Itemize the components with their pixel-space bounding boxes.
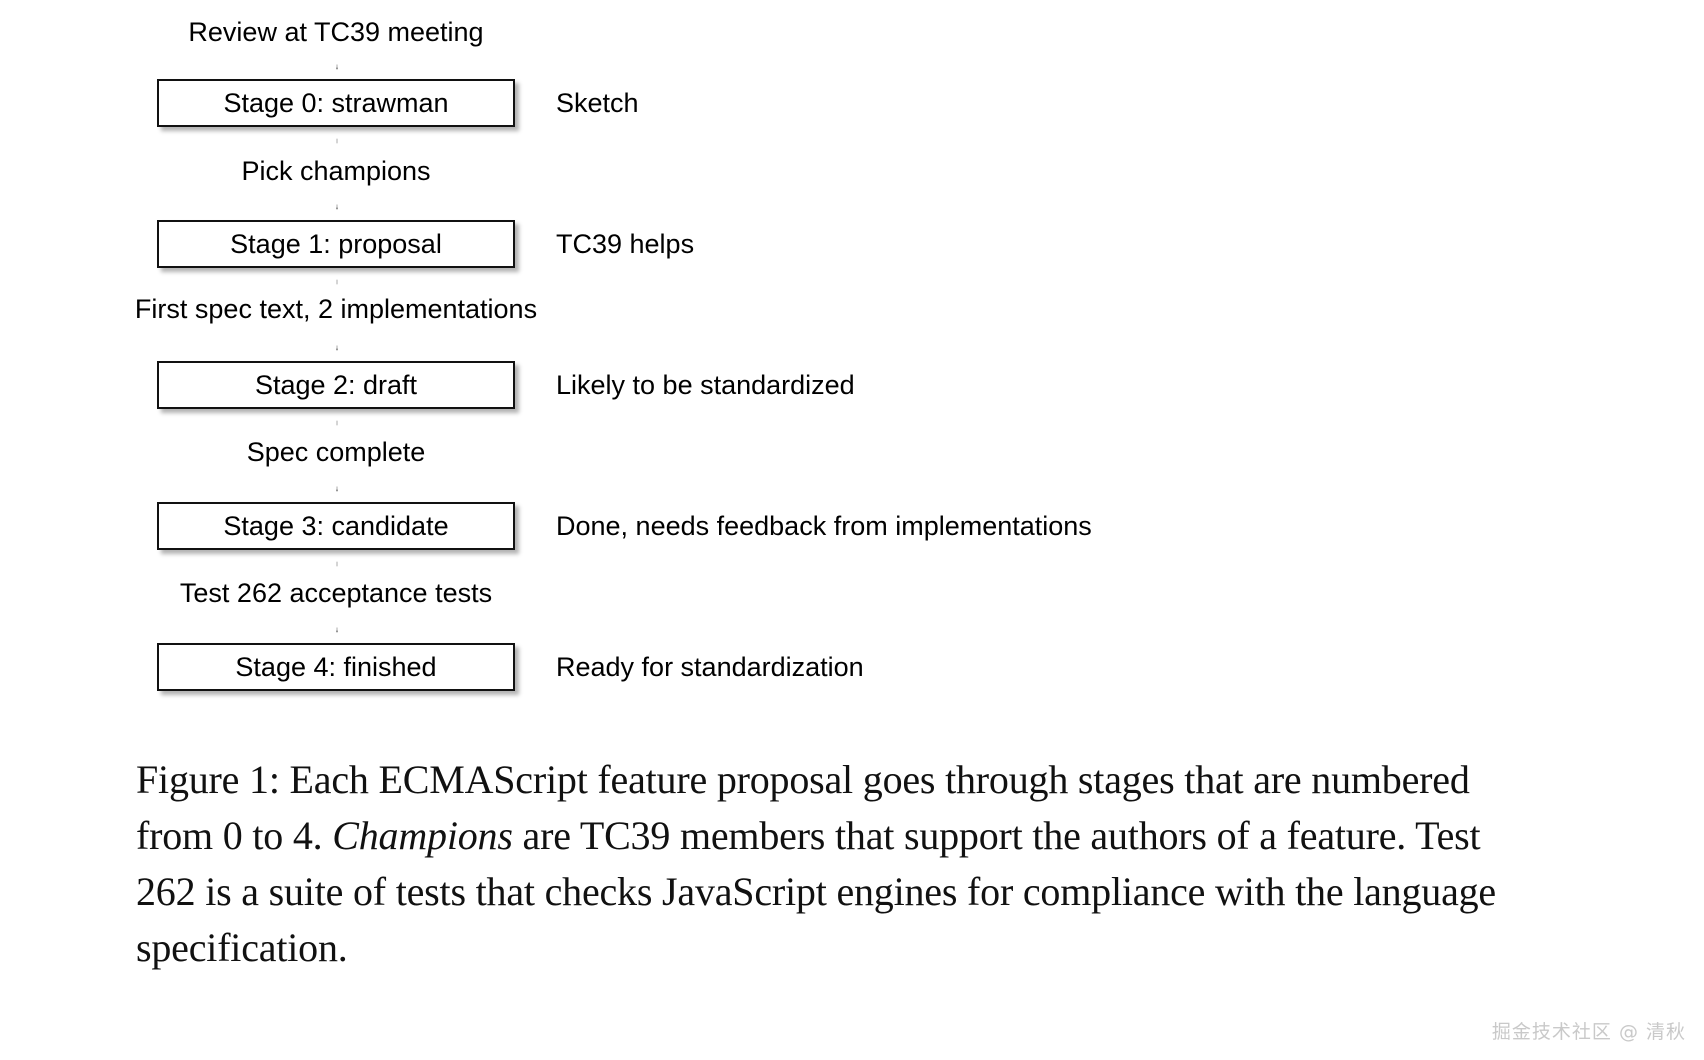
stage-row-3: Stage 3: candidate Done, needs feedback …: [0, 502, 1704, 554]
arrow-stage-2-to-stage-3: [336, 486, 338, 492]
caption-prefix: Figure 1: Each ECMAScript feature propos…: [136, 757, 1470, 858]
stage-box-1[interactable]: Stage 1: proposal: [157, 220, 515, 268]
stage-note-0: Sketch: [556, 87, 639, 118]
stage-box-1-label: Stage 1: proposal: [230, 228, 442, 259]
connector-stage-0-down: [336, 138, 338, 144]
transition-label-0: Pick champions: [241, 156, 431, 186]
stage-box-2[interactable]: Stage 2: draft: [157, 361, 515, 409]
connector-stage-2-down: [336, 420, 338, 426]
stage-box-0-label: Stage 0: strawman: [223, 87, 449, 118]
transition-label-1: First spec text, 2 implementations: [134, 294, 538, 324]
stage-box-4-label: Stage 4: finished: [235, 651, 437, 682]
watermark: 掘金技术社区 @ 清秋: [1491, 1021, 1686, 1043]
stage-row-4: Stage 4: finished Ready for standardizat…: [0, 643, 1704, 695]
flowchart-diagram: Review at TC39 meeting Stage 0: strawman…: [0, 17, 1704, 695]
arrow-stage-0-to-stage-1: [336, 204, 338, 210]
stage-box-2-label: Stage 2: draft: [254, 369, 418, 400]
stage-box-3[interactable]: Stage 3: candidate: [157, 502, 515, 550]
entry-label: Review at TC39 meeting: [188, 17, 484, 47]
caption-suffix: are TC39 members that support the author…: [136, 813, 1496, 970]
stage-note-4: Ready for standardization: [556, 651, 864, 682]
transition-label-3: Test 262 acceptance tests: [179, 578, 493, 608]
arrow-entry-to-stage-0: [336, 64, 338, 70]
stage-box-4[interactable]: Stage 4: finished: [157, 643, 515, 691]
stage-note-3: Done, needs feedback from implementation…: [556, 510, 1092, 541]
arrow-stage-1-to-stage-2: [336, 345, 338, 351]
stage-note-1: TC39 helps: [556, 228, 695, 259]
caption-italic-term: Champions: [332, 813, 513, 858]
connector-stage-3-down: [336, 561, 338, 567]
transition-label-2: Spec complete: [246, 437, 426, 467]
stage-row-0: Stage 0: strawman Sketch: [0, 79, 1704, 131]
stage-note-2: Likely to be standardized: [556, 369, 855, 400]
arrow-stage-3-to-stage-4: [336, 627, 338, 633]
stage-row-1: Stage 1: proposal TC39 helps: [0, 220, 1704, 272]
figure-caption: Figure 1: Each ECMAScript feature propos…: [136, 752, 1536, 976]
stage-box-3-label: Stage 3: candidate: [223, 510, 449, 541]
connector-stage-1-down: [336, 279, 338, 285]
stage-row-2: Stage 2: draft Likely to be standardized: [0, 361, 1704, 413]
stage-box-0[interactable]: Stage 0: strawman: [157, 79, 515, 127]
